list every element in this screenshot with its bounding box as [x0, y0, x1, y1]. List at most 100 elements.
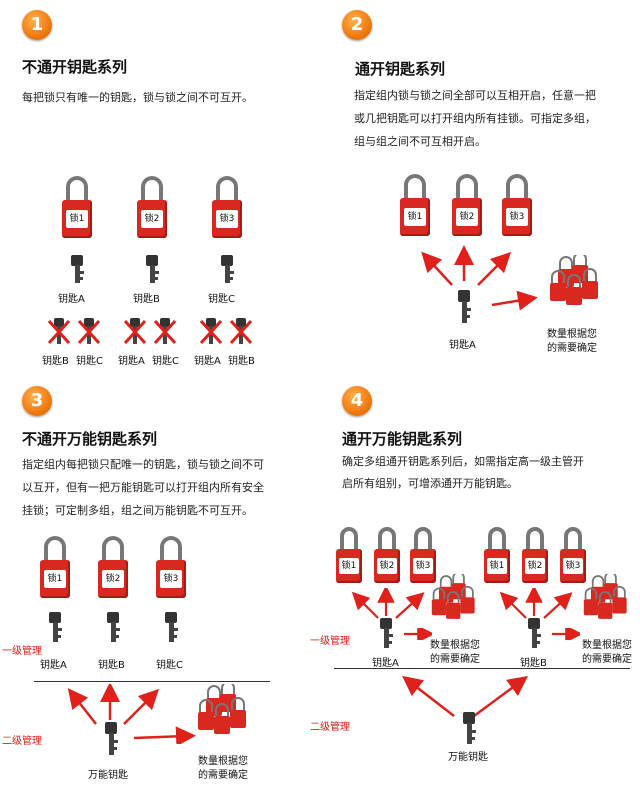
step-badge-3: 3	[22, 386, 52, 416]
crossed-key-label: 钥匙B	[42, 356, 69, 367]
lock-group-icon	[431, 574, 475, 619]
panel4-desc-line-1: 确定多组通开钥匙系列后，如需指定高一级主管开	[342, 455, 584, 468]
lock-1: 锁1	[400, 174, 430, 236]
qty-note-line-1: 数量根据您	[198, 756, 248, 767]
qty-note-line-1: 数量根据您	[582, 640, 632, 651]
step-badge-1: 1	[22, 10, 52, 40]
crossed-key-icon	[230, 318, 252, 345]
level2-label: 二级管理	[2, 736, 42, 747]
key-label: 钥匙A	[40, 660, 67, 671]
qty-note-line-1: 数量根据您	[430, 640, 480, 651]
qty-note-line-1: 数量根据您	[547, 329, 597, 340]
lock-label: 锁2	[525, 558, 545, 574]
master-key-icon	[463, 712, 476, 744]
lock-group-icon	[583, 574, 627, 619]
crossed-key-icon	[48, 318, 70, 345]
arrows-group-a	[351, 588, 425, 619]
lock-2: 锁2	[522, 527, 548, 583]
lock-label: 锁2	[141, 210, 163, 228]
crossed-key-label: 钥匙A	[118, 356, 145, 367]
key-icon	[71, 255, 84, 283]
lock-label: 锁2	[102, 570, 124, 588]
key-label: 钥匙A	[372, 658, 399, 669]
crossed-key-label: 钥匙C	[152, 356, 179, 367]
lock-label: 锁1	[487, 558, 507, 574]
arrow-to-lock-1	[421, 251, 453, 286]
lock-1: 锁1	[62, 176, 92, 238]
arrows-group-b	[499, 588, 573, 619]
lock-label: 锁2	[456, 208, 478, 226]
lock-label: 锁2	[377, 558, 397, 574]
key-icon	[165, 612, 178, 642]
panel2-desc-line-3: 组与组之间不可互相开启。	[354, 135, 486, 148]
qty-note-line-2: 的需要确定	[198, 770, 248, 781]
arrow-to-lock-group	[491, 290, 538, 311]
key-label: 钥匙B	[520, 658, 547, 669]
arrows-panel2	[421, 245, 538, 311]
lock-3: 锁3	[502, 174, 532, 236]
level1-label: 一级管理	[310, 636, 350, 647]
crossed-key-icon	[200, 318, 222, 345]
lock-label: 锁3	[160, 570, 182, 588]
key-icon	[107, 612, 120, 642]
lock-label: 锁3	[413, 558, 433, 574]
level2-label: 二级管理	[310, 722, 350, 733]
arrow-to-lock-group	[133, 726, 196, 744]
arrow-to-key-c	[123, 688, 160, 725]
arrow-to-group-a	[402, 675, 455, 717]
lock-label: 锁1	[339, 558, 359, 574]
lock-group-icon	[550, 255, 598, 305]
divider-line	[334, 668, 630, 669]
key-icon	[458, 290, 471, 323]
key-icon	[146, 255, 159, 283]
lock-2: 锁2	[452, 174, 482, 236]
panel3-desc-line-2: 以互开，但有一把万能钥匙可以打开组内所有安全	[22, 481, 264, 494]
key-label: 钥匙C	[156, 660, 183, 671]
panel4-title: 通开万能钥匙系列	[342, 430, 463, 448]
lock-3: 锁3	[410, 527, 436, 583]
step-badge-2: 2	[342, 10, 372, 40]
qty-note-line-2: 的需要确定	[430, 654, 480, 665]
lock-1: 锁1	[40, 536, 70, 598]
lock-1: 锁1	[336, 527, 362, 583]
panel1-title: 不通开钥匙系列	[22, 58, 128, 76]
panel3-title: 不通开万能钥匙系列	[22, 430, 158, 448]
key-label: 钥匙A	[58, 294, 85, 305]
divider-line	[34, 681, 270, 682]
arrow-to-lock-1	[499, 591, 527, 619]
master-key-icon	[105, 722, 118, 755]
lock-label: 锁3	[506, 208, 528, 226]
arrow-to-key-a	[67, 688, 97, 725]
step-badge-4: 4	[342, 386, 372, 416]
arrow-to-lock-group	[404, 628, 432, 640]
crossed-key-icon	[154, 318, 176, 345]
crossed-key-label: 钥匙B	[228, 356, 255, 367]
master-key-label: 万能钥匙	[88, 770, 128, 781]
key-icon	[49, 612, 62, 642]
panel1-desc: 每把锁只有唯一的钥匙，锁与锁之间不可互开。	[22, 91, 253, 104]
level1-label: 一级管理	[2, 646, 42, 657]
lock-label: 锁3	[563, 558, 583, 574]
lock-2: 锁2	[374, 527, 400, 583]
arrow-to-lock-group	[552, 628, 580, 640]
key-label: 钥匙B	[98, 660, 125, 671]
crossed-key-label: 钥匙A	[194, 356, 221, 367]
arrow-to-lock-3	[543, 592, 573, 619]
lock-3: 锁3	[560, 527, 586, 583]
lock-3: 锁3	[212, 176, 242, 238]
arrow-to-lock-1	[351, 591, 379, 619]
lock-label: 锁1	[404, 208, 426, 226]
lock-label: 锁3	[216, 210, 238, 228]
arrow-to-lock-3	[395, 592, 425, 619]
arrows-panel3	[67, 684, 196, 744]
panel3-desc-line-1: 指定组内每把锁只配唯一的钥匙，锁与锁之间不可	[22, 458, 264, 471]
lock-1: 锁1	[484, 527, 510, 583]
key-icon	[380, 618, 393, 648]
key-label: 钥匙A	[449, 340, 476, 351]
panel4-desc-line-2: 启所有组别，可增添通开万能钥匙。	[342, 477, 518, 490]
lock-label: 锁1	[44, 570, 66, 588]
crossed-key-icon	[124, 318, 146, 345]
lock-label: 锁1	[66, 210, 88, 228]
panel2-desc-line-1: 指定组内锁与锁之间全部可以互相开启，任意一把	[354, 89, 596, 102]
qty-note-line-2: 的需要确定	[547, 343, 597, 354]
